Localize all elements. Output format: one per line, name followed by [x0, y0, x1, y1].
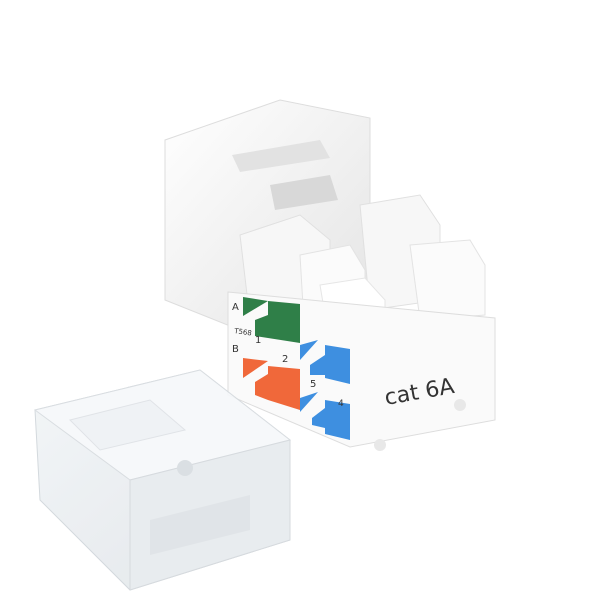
- pin-label-5: 5: [310, 379, 316, 390]
- blue-wire-code-block: [310, 355, 325, 375]
- blue-wire-code-block: [312, 408, 325, 428]
- clear-dust-cover: [33, 369, 292, 591]
- row-a-label: A: [232, 302, 239, 313]
- orange-wire-code-block: [255, 374, 268, 400]
- orange-wire-code-block: [268, 366, 300, 410]
- row-b-label: B: [232, 344, 239, 355]
- green-wire-code-block: [255, 315, 268, 338]
- blue-wire-code-block: [325, 400, 350, 440]
- pin-label-2: 2: [282, 354, 288, 365]
- wiring-color-code: [243, 297, 350, 440]
- pin-label-1: 1: [255, 335, 261, 346]
- jack-body: [164, 99, 496, 451]
- standard-label: T568: [233, 327, 253, 338]
- blue-wire-code-block: [325, 345, 350, 384]
- green-wire-code-block: [243, 297, 268, 316]
- blue-wire-code-block: [300, 340, 318, 360]
- pin-label-4: 4: [338, 399, 344, 409]
- green-wire-code-block: [268, 301, 300, 343]
- orange-wire-code-block: [243, 358, 268, 378]
- blue-wire-code-block: [300, 392, 318, 412]
